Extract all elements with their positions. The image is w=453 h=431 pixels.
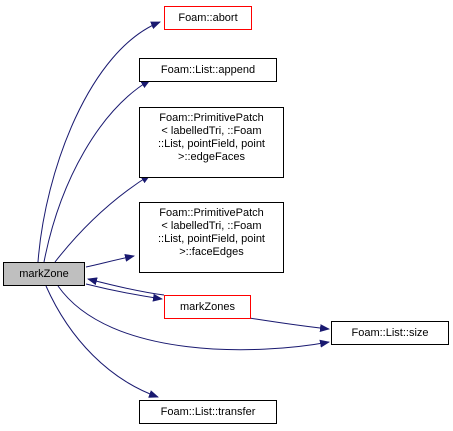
node-foam-list-size[interactable]: Foam::List::size bbox=[331, 321, 449, 345]
edge-markZone-edgeFaces bbox=[54, 174, 151, 263]
node-foam-abort[interactable]: Foam::abort bbox=[164, 6, 252, 30]
edge-markZones-markZone bbox=[87, 277, 165, 296]
edge-markZones-size bbox=[248, 317, 330, 333]
node-markZone: markZone bbox=[3, 262, 85, 286]
node-foam-list-transfer[interactable]: Foam::List::transfer bbox=[139, 400, 277, 424]
node-primitivepatch-edgefaces[interactable]: Foam::PrimitivePatch < labelledTri, ::Fo… bbox=[139, 107, 284, 178]
edge-markZone-transfer bbox=[45, 285, 159, 398]
edge-markZone-markZones bbox=[85, 283, 163, 302]
node-markzones[interactable]: markZones bbox=[164, 295, 251, 319]
edge-markZone-faceEdges bbox=[85, 253, 135, 268]
edge-markZone-abort bbox=[37, 21, 161, 263]
node-foam-list-append[interactable]: Foam::List::append bbox=[139, 58, 277, 82]
edge-markZone-size bbox=[57, 285, 330, 351]
node-primitivepatch-faceedges[interactable]: Foam::PrimitivePatch < labelledTri, ::Fo… bbox=[139, 202, 284, 273]
edge-markZone-append bbox=[43, 79, 151, 263]
